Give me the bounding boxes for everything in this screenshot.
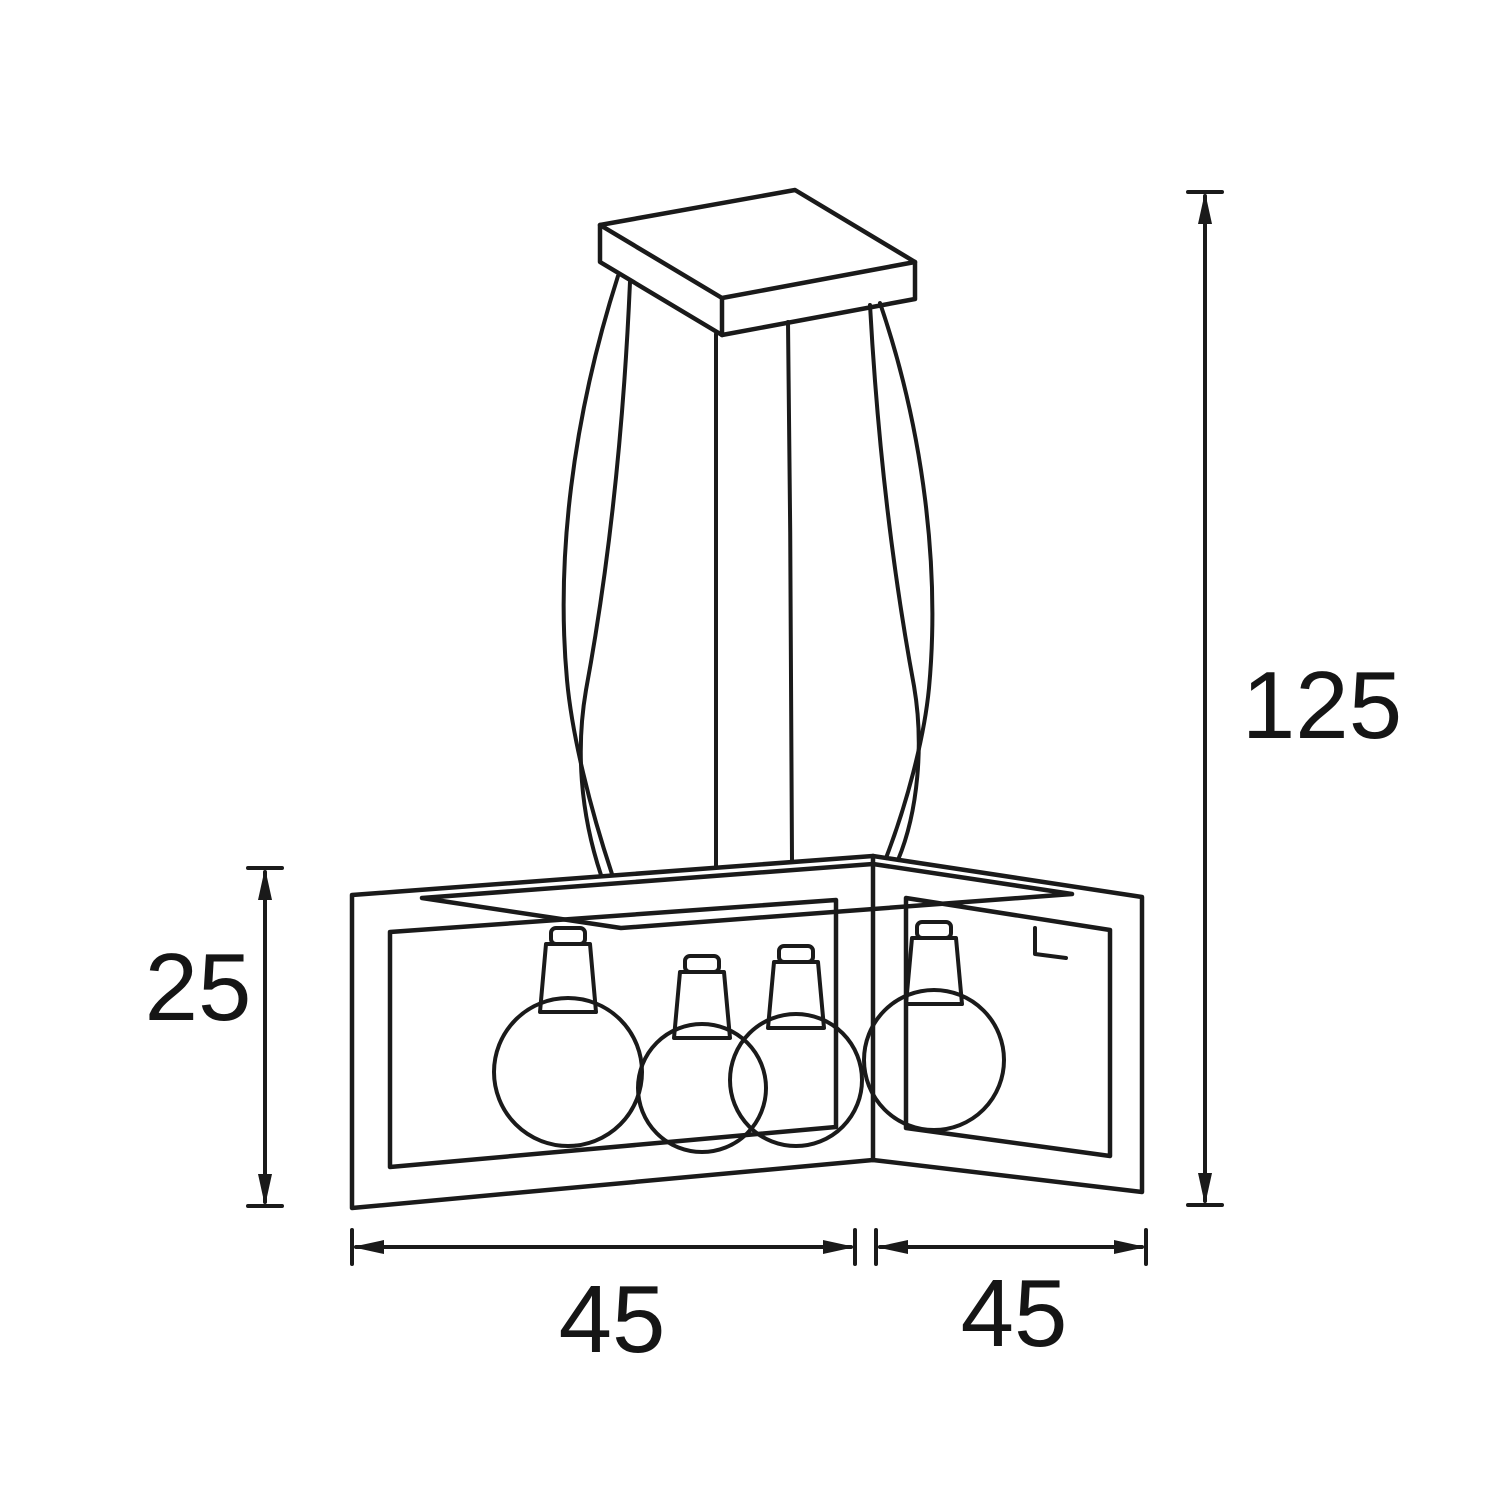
dimension-front-width: 45 [350,1228,857,1373]
bulb-2-globe [636,1022,768,1154]
arrow-right-icon [1114,1240,1146,1254]
lamp-frame [349,853,1145,1211]
bulb-4-socket-cap [915,920,953,940]
arrow-up-icon [258,868,272,900]
bulb-2 [636,954,768,1154]
dimension-label-side-width: 45 [961,1260,1068,1367]
frame-front-window [387,897,839,1170]
bulb-2-socket-cap [683,954,721,974]
canopy-top-face [597,187,918,301]
frame-back-notch [1033,926,1068,960]
arrow-left-icon [876,1240,908,1254]
arrow-down-icon [258,1174,272,1206]
bulb-4-socket [904,936,964,1006]
cable-right-inner [868,303,921,862]
dimension-side-width: 45 [874,1228,1148,1367]
dimension-label-overall-height: 125 [1242,652,1402,759]
bulb-3-socket-cap [777,944,815,964]
bulb-3-socket [766,960,826,1030]
arrow-up-icon [1198,192,1212,224]
canopy-side-faces [597,222,918,338]
bulb-4 [862,920,1006,1132]
frame-outer-silhouette [349,853,1145,1211]
bulb-1 [492,926,644,1148]
bulb-3-globe [728,1012,864,1148]
ceiling-canopy [597,187,918,338]
bulb-1-socket-cap [549,926,587,946]
bulb-1-globe [492,996,644,1148]
dimension-frame-height: 25 [145,866,284,1208]
arrow-left-icon [352,1240,384,1254]
bulb-2-socket [672,970,732,1040]
arrow-right-icon [823,1240,855,1254]
bulb-3 [728,944,864,1148]
dimension-overall-height: 125 [1186,190,1402,1207]
bulb-1-socket [538,942,598,1014]
dimension-label-frame-height: 25 [145,934,252,1041]
cable-center-right [786,320,794,863]
cable-right-outer [878,301,935,860]
suspension-cables [561,274,935,877]
dimension-label-front-width: 45 [559,1266,666,1373]
frame-side-window [903,895,1113,1159]
bulb-4-globe [862,988,1006,1132]
cable-left-inner [578,280,632,877]
cable-left-outer [561,274,620,876]
arrow-down-icon [1198,1173,1212,1205]
